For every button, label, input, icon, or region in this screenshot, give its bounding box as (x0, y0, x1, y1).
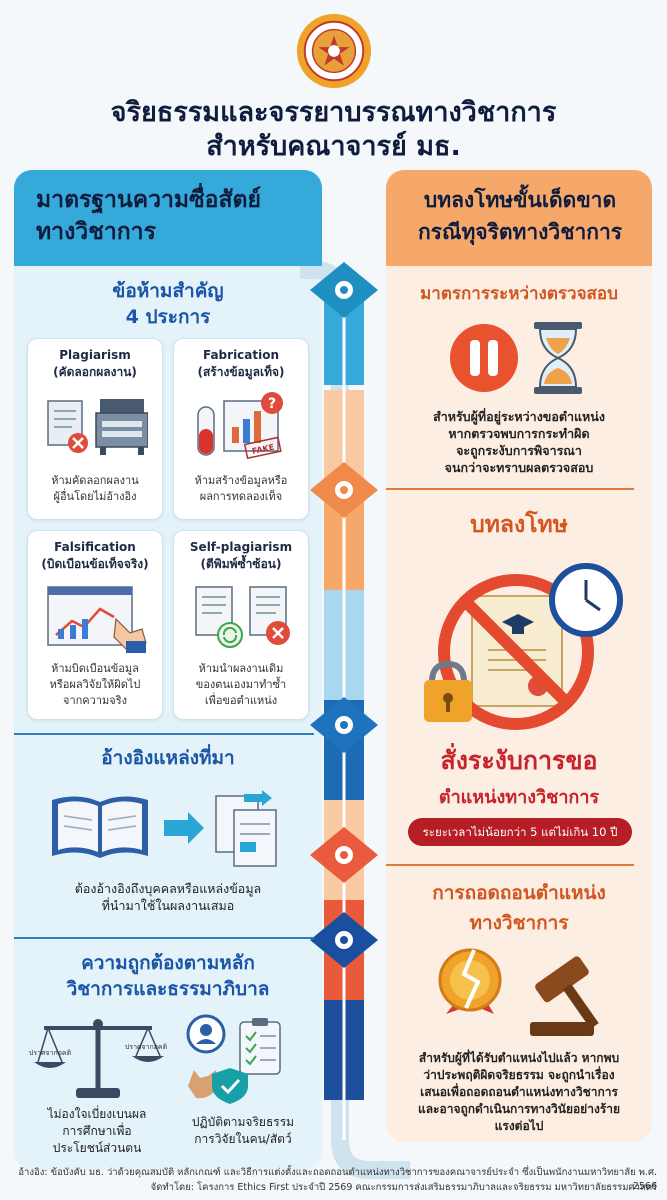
citation-title: อ้างอิงแหล่งที่มา (101, 747, 235, 769)
recycle-documents-icon (195, 586, 290, 648)
interim-line-2: หากตรวจพบการกระทำผิด (448, 426, 590, 441)
scale-label-left: ปราศจากอคติ (29, 1049, 72, 1057)
left-column-header: มาตรฐานความซื่อสัตย์ ทางวิชาการ (14, 170, 322, 266)
card-subtitle: (คัดลอกผลงาน) (53, 365, 137, 379)
penalty-duration-badge: ระยะเวลาไม่น้อยกว่า 5 แต่ไม่เกิน 10 ปี (408, 818, 632, 846)
card-subtitle: (บิดเบือนข้อเท็จจริง) (41, 557, 149, 571)
card-desc-line-3: เพื่อขอตำแหน่ง (204, 694, 278, 707)
card-title: Self-plagiarism (189, 540, 293, 554)
book-to-document-icon (52, 790, 277, 867)
falsification-card: Falsification (บิดเบือนข้อเท็จจริง) ห้าม… (27, 530, 163, 720)
card-title: Plagiarism (59, 348, 131, 362)
penalty-headline-1: สั่งระงับการขอ (440, 746, 598, 775)
card-desc-line-2: ผลการทดลองเท็จ (199, 490, 283, 503)
section-divider (14, 733, 314, 735)
item2-line-2: การวิจัยในคน/สัตว์ (194, 1132, 292, 1146)
banned-certificate-icon (424, 563, 623, 730)
scale-label-right: ปราศจากอคติ (125, 1043, 168, 1051)
card-desc-line-1: ห้ามบิดเบือนข้อมูล (51, 662, 139, 675)
connector-node-3 (310, 697, 378, 753)
revoke-description: สำหรับผู้ที่ได้รับตำแหน่งไปแล้ว หากพบ ว่… (390, 1050, 648, 1135)
card-desc-line-1: ห้ามนำผลงานเดิม (198, 662, 284, 675)
card-desc-line-1: ห้ามคัดลอกผลงาน (51, 474, 139, 487)
connector-node-1 (310, 262, 378, 318)
section-divider (386, 864, 634, 866)
title-line-1: จริยธรรมและจรรยาบรรณทางวิชาการ (110, 97, 557, 128)
svg-text:?: ? (268, 396, 276, 412)
right-heading-line-1: บทลงโทษขั้นเด็ดขาด (423, 188, 617, 212)
section-divider (386, 488, 634, 490)
footer-credit: จัดทำโดย: โครงการ Ethics First ประจำปี 2… (150, 1182, 657, 1193)
card-subtitle: (ตีพิมพ์ซ้ำซ้อน) (200, 557, 282, 571)
connector-node-2 (310, 462, 378, 518)
test-tube-fake-data-icon: ? FAKE (197, 392, 283, 460)
copy-machine-icon (47, 399, 148, 455)
research-ethics-icon (186, 1014, 281, 1104)
right-heading-line-2: กรณีทุจริตทางวิชาการ (417, 220, 623, 244)
manipulated-chart-icon (47, 586, 147, 653)
timeline-connector (300, 261, 410, 1179)
interim-line-3: จะถูกระงับการพิจารณา (456, 443, 582, 458)
penalty-headline-2: ตำแหน่งทางวิชาการ (438, 787, 600, 808)
thammasat-university-logo (296, 13, 372, 89)
interim-line-1: สำหรับผู้ที่อยู่ระหว่างขอตำแหน่ง (433, 409, 605, 424)
interim-measure-title: มาตรการระหว่างตรวจสอบ (420, 284, 618, 304)
revoke-line-1: สำหรับผู้ที่ได้รับตำแหน่งไปแล้ว หากพบ (418, 1051, 620, 1065)
card-desc-line-2: หรือผลวิจัยให้ผิดไป (49, 678, 141, 691)
revoke-line-3: เสนอเพื่อถอดถอนตำแหน่งทางวิชาการ (420, 1085, 618, 1099)
self-plagiarism-card: Self-plagiarism (ตีพิมพ์ซ้ำซ้อน) ห้ามนำผ… (173, 530, 309, 720)
revoke-line-2: ว่าประพฤติผิดจริยธรรม จะถูกนำเรื่อง (423, 1068, 615, 1082)
correctness-title-line-2: วิชาการและธรรมาภิบาล (66, 978, 270, 1000)
fabrication-card: Fabrication (สร้างข้อมูลเท็จ) ? FAKE ห้า… (173, 338, 309, 520)
plagiarism-card: Plagiarism (คัดลอกผลงาน) ห้ามคัดลอกผลงาน… (27, 338, 163, 520)
card-desc-line-3: จากความจริง (63, 694, 127, 707)
item1-line-3: ประโยชน์ส่วนตน (52, 1141, 142, 1155)
item2-line-1: ปฏิบัติตามจริยธรรม (191, 1115, 295, 1129)
card-desc-line-2: ของตนเองมาทำซ้ำ (195, 678, 287, 691)
correctness-item-1: ไม่องใจเบี่ยงเบนผล การศึกษาเพื่อ ประโยชน… (22, 1106, 172, 1157)
connector-node-5 (310, 912, 378, 968)
broken-badge-gavel-icon (438, 948, 599, 1036)
correctness-title-line-1: ความถูกต้องตามหลัก (81, 952, 255, 974)
prohibitions-title-line-2: 4 ประการ (125, 306, 211, 328)
revoke-line-5: แรงต่อไป (494, 1119, 544, 1133)
card-subtitle: (สร้างข้อมูลเท็จ) (197, 365, 285, 379)
interim-line-4: จนกว่าจะทราบผลตรวจสอบ (444, 460, 594, 475)
revoke-title-line-1: การถอดถอนตำแหน่ง (432, 882, 606, 904)
item1-line-1: ไม่องใจเบี่ยงเบนผล (47, 1107, 147, 1121)
penalty-title: บทลงโทษ (470, 512, 568, 538)
right-column-header: บทลงโทษขั้นเด็ดขาด กรณีทุจริตทางวิชาการ (386, 170, 652, 266)
card-desc-line-2: ผู้อื่นโดยไม่อ้างอิง (53, 490, 137, 503)
card-desc-line-1: ห้ามสร้างข้อมูลหรือ (194, 474, 288, 487)
citation-desc-line-1: ต้องอ้างอิงถึงบุคคลหรือแหล่งข้อมูล (74, 881, 262, 896)
prohibitions-title: ข้อห้ามสำคัญ 4 ประการ (14, 278, 322, 330)
correctness-item-2: ปฏิบัติตามจริยธรรม การวิจัยในคน/สัตว์ (170, 1114, 316, 1148)
connector-node-4 (310, 827, 378, 883)
revoke-title: การถอดถอนตำแหน่ง ทางวิชาการ (386, 878, 652, 938)
prohibitions-title-line-1: ข้อห้ามสำคัญ (112, 280, 224, 302)
revoke-line-4: และอาจถูกดำเนินการทางวินัยอย่างร้าย (417, 1102, 621, 1116)
citation-description: ต้องอ้างอิงถึงบุคคลหรือแหล่งข้อมูล ที่นำ… (14, 880, 322, 914)
item1-line-2: การศึกษาเพื่อ (62, 1124, 132, 1138)
footer-reference: อ้างอิง: ข้อบังคับ มธ. ว่าด้วยคุณสมบัติ … (18, 1167, 657, 1192)
citation-desc-line-2: ที่นำมาใช้ในผลงานเสมอ (101, 898, 235, 913)
pause-hourglass-icon (450, 322, 582, 394)
card-title: Fabrication (202, 348, 280, 362)
revoke-title-line-2: ทางวิชาการ (469, 912, 569, 934)
left-heading-line-1: มาตรฐานความซื่อสัตย์ (36, 187, 261, 213)
title-line-2: สำหรับคณาจารย์ มธ. (206, 131, 461, 162)
card-title: Falsification (54, 540, 136, 554)
correctness-title: ความถูกต้องตามหลัก วิชาการและธรรมาภิบาล (14, 950, 322, 1002)
interim-description: สำหรับผู้ที่อยู่ระหว่างขอตำแหน่ง หากตรวจ… (386, 408, 652, 476)
left-heading-line-2: ทางวิชาการ (36, 219, 156, 245)
page-title: จริยธรรมและจรรยาบรรณทางวิชาการ สำหรับคณา… (0, 96, 667, 164)
balance-scale-icon: ปราศจากอคติ ปราศจากอคติ (29, 1019, 168, 1098)
section-divider (14, 937, 314, 939)
